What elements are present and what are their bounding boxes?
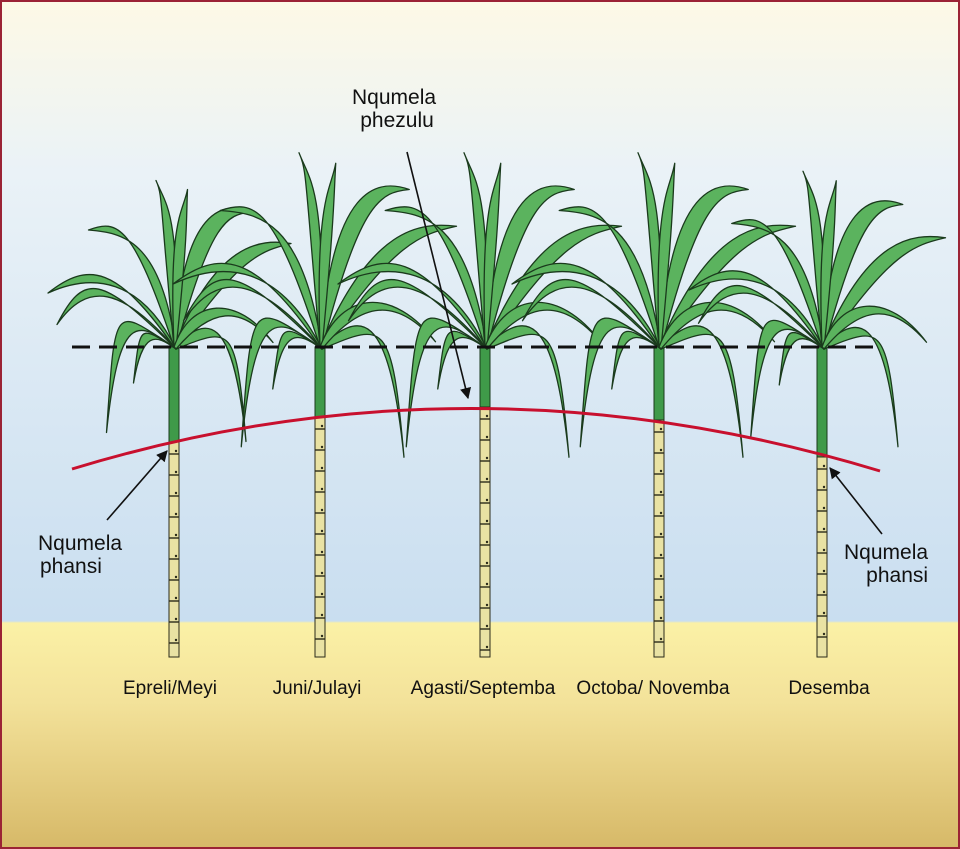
label-bottom-cut-left: Nqumela phansi: [38, 532, 122, 578]
plant-2-bud: [321, 446, 323, 448]
plant-3-bud: [486, 478, 488, 480]
plant-5-bud: [823, 633, 825, 635]
plant-2-bud: [321, 635, 323, 637]
plant-4-stalk-green: [654, 347, 664, 420]
plant-1-stalk-green: [169, 347, 179, 442]
plant-5-bud: [823, 549, 825, 551]
plant-5-bud: [823, 612, 825, 614]
plant-5-stalk-green: [817, 347, 827, 457]
plant-5-bud: [823, 528, 825, 530]
plant-4-bud: [660, 512, 662, 514]
plant-3-bud: [486, 541, 488, 543]
arrow-bottom-cut-left: [107, 451, 167, 520]
plant-3-bud: [486, 625, 488, 627]
plant-2-bud: [321, 593, 323, 595]
plant-2-bud: [321, 488, 323, 490]
plant-5-bud: [823, 570, 825, 572]
plant-1-bud: [175, 513, 177, 515]
plant-3-bud: [486, 583, 488, 585]
plant-2-stalk-green: [315, 347, 325, 417]
plant-3-bud: [486, 436, 488, 438]
plant-2-bud: [321, 467, 323, 469]
month-label-4: Octoba/ Novemba: [576, 678, 729, 700]
label-bottom-right-line1: Nqumela: [844, 541, 928, 564]
plant-3-bud: [486, 646, 488, 648]
plant-4-bud: [660, 533, 662, 535]
month-label-2: Juni/Julayi: [273, 678, 362, 700]
plant-5-leaf: [822, 327, 898, 446]
plant-2-bud: [321, 509, 323, 511]
plant-3-bud: [486, 499, 488, 501]
plant-4-bud: [660, 575, 662, 577]
plant-4-bud: [660, 491, 662, 493]
plant-3-bud: [486, 604, 488, 606]
month-label-1: Epreli/Meyi: [123, 678, 217, 700]
plant-4-bud: [660, 638, 662, 640]
plant-2-bud: [321, 425, 323, 427]
plant-1-stalk-cane: [169, 442, 179, 657]
label-top-cut-line1: Nqumela: [352, 86, 436, 109]
plant-1-bud: [175, 450, 177, 452]
plant-4-bud: [660, 617, 662, 619]
plant-4-bud: [660, 596, 662, 598]
plant-1-bud: [175, 534, 177, 536]
plant-3-stalk-cane: [480, 407, 490, 657]
plant-3-bud: [486, 562, 488, 564]
plant-2-bud: [321, 551, 323, 553]
plant-5-bud: [823, 591, 825, 593]
plant-3-bud: [486, 457, 488, 459]
arrow-bottom-cut-right: [830, 468, 882, 534]
plant-2-bud: [321, 572, 323, 574]
plant-3-stalk-green: [480, 347, 490, 407]
plant-1-bud: [175, 471, 177, 473]
month-label-3: Agasti/Septemba: [411, 678, 556, 700]
plant-5-bud: [823, 486, 825, 488]
label-top-cut: Nqumela phezulu: [352, 86, 436, 132]
plant-1-leaf: [174, 328, 246, 441]
plant-1-bud: [175, 618, 177, 620]
plant-3-leaf: [485, 326, 569, 457]
label-top-cut-line2: phezulu: [352, 109, 436, 132]
plant-2-bud: [321, 614, 323, 616]
plant-1-bud: [175, 492, 177, 494]
plant-2-stalk-cane: [315, 417, 325, 657]
plant-1-bud: [175, 576, 177, 578]
label-bottom-left-line1: Nqumela: [38, 532, 122, 555]
plant-4-bud: [660, 449, 662, 451]
label-bottom-left-line2: phansi: [38, 555, 122, 578]
plant-1-bud: [175, 639, 177, 641]
month-label-5: Desemba: [788, 678, 869, 700]
plant-1-bud: [175, 597, 177, 599]
plant-5-stalk-cane: [817, 457, 827, 657]
plant-5-bud: [823, 507, 825, 509]
plant-3-bud: [486, 520, 488, 522]
plant-3-bud: [486, 415, 488, 417]
label-bottom-right-line2: phansi: [844, 564, 928, 587]
plant-4-bud: [660, 428, 662, 430]
label-bottom-cut-right: Nqumela phansi: [844, 541, 928, 587]
plant-1-bud: [175, 555, 177, 557]
plant-5-bud: [823, 465, 825, 467]
plant-4-bud: [660, 470, 662, 472]
plant-2-bud: [321, 530, 323, 532]
plant-4-bud: [660, 554, 662, 556]
low-cut-curve: [72, 408, 880, 471]
